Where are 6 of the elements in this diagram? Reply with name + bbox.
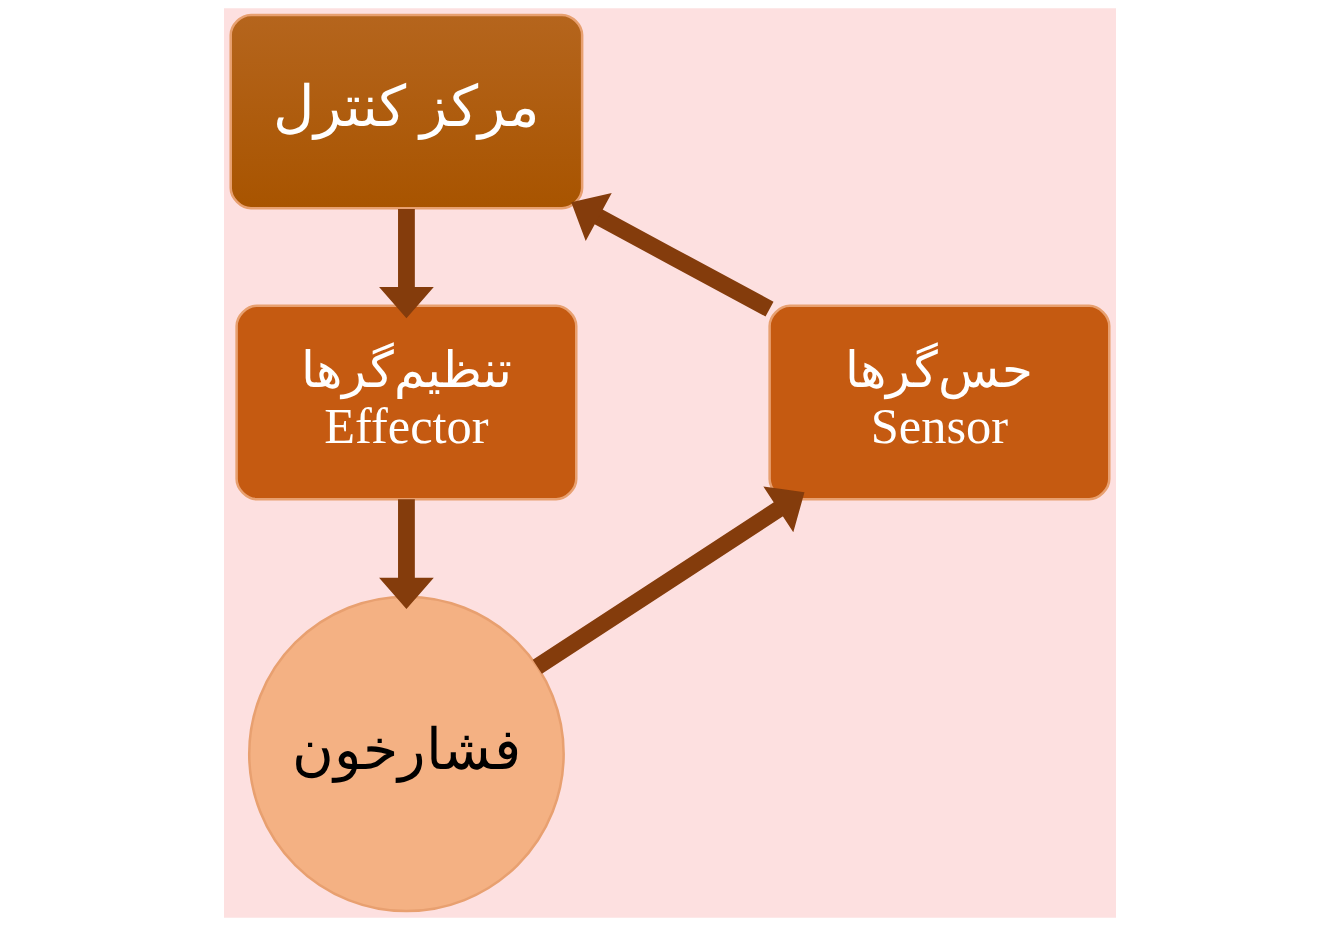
arrow (379, 499, 434, 610)
arrow (532, 486, 805, 674)
node-circle: فشارخون (247, 595, 565, 913)
arrow (379, 209, 434, 319)
arrow (571, 192, 774, 317)
node-box: مرکز کنترل (229, 13, 584, 210)
